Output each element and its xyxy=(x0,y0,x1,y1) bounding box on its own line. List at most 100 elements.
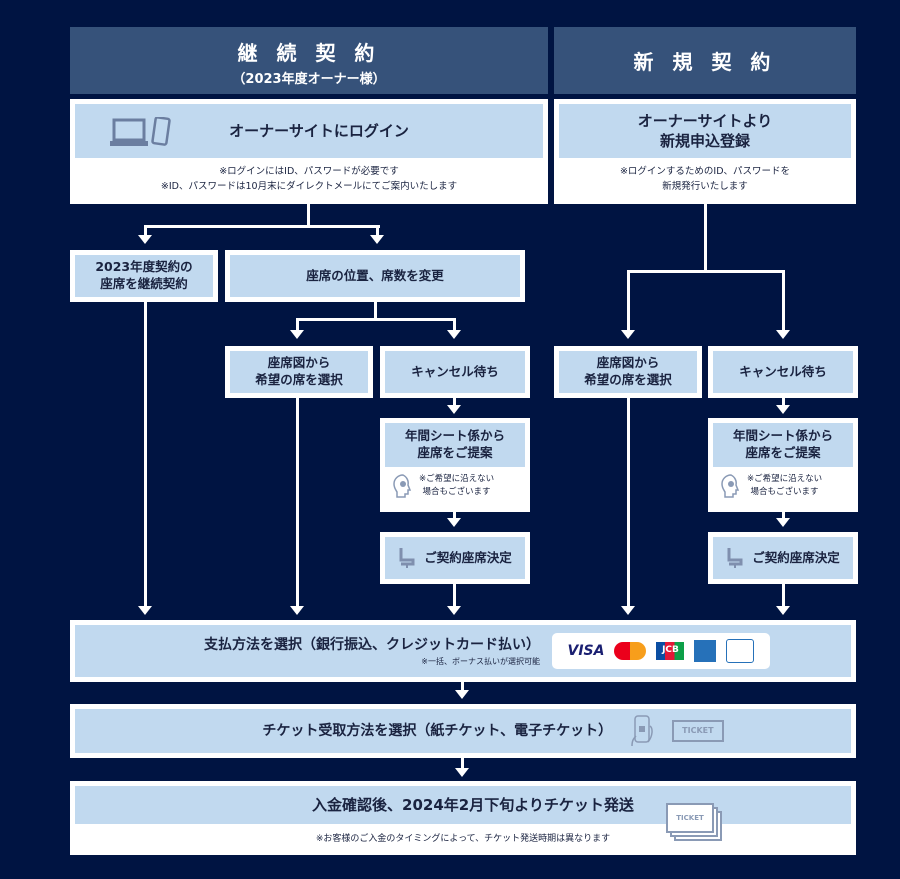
headset-operator-icon xyxy=(393,474,412,498)
arrow-down-icon xyxy=(447,606,461,615)
connector xyxy=(296,318,456,321)
arrow-down-icon xyxy=(370,235,384,244)
proposal-line-2: 座席をご提案 xyxy=(417,445,493,460)
amex-icon xyxy=(694,640,717,662)
seat-icon xyxy=(727,548,743,568)
payment-note: ※一括、ボーナス払いが選択可能 xyxy=(421,656,540,666)
connector xyxy=(782,270,785,330)
arrow-down-icon xyxy=(447,405,461,414)
connector xyxy=(144,225,380,228)
renewal-header: 継 続 契 約 （2023年度オーナー様） xyxy=(70,27,548,94)
new-register-step: オーナーサイトより 新規申込登録 ※ログインするためのID、パスワードを 新規発… xyxy=(554,99,856,204)
connector xyxy=(461,682,464,692)
arrow-down-icon xyxy=(455,690,469,699)
change-seat-step: 座席の位置、席数を変更 xyxy=(225,250,525,302)
connector xyxy=(461,758,464,770)
renewal-select-map-step: 座席図から 希望の席を選択 xyxy=(225,346,373,398)
cancel-wait-label[interactable]: キャンセル待ち xyxy=(713,351,853,393)
smartphone-ticket-icon xyxy=(631,715,653,747)
arrow-down-icon xyxy=(447,330,461,339)
connector xyxy=(376,225,379,235)
new-cancel-wait-step: キャンセル待ち xyxy=(708,346,858,398)
payment-step: 支払方法を選択（銀行振込、クレジットカード払い） ※一括、ボーナス払いが選択可能… xyxy=(70,620,856,682)
arrow-down-icon xyxy=(138,235,152,244)
ticket-method-label[interactable]: チケット受取方法を選択（紙チケット、電子チケット） xyxy=(262,722,613,739)
credit-card-logos: VISA JCB xyxy=(552,633,770,669)
arrow-down-icon xyxy=(138,606,152,615)
arrow-down-icon xyxy=(621,606,635,615)
continue-line-2[interactable]: 座席を継続契約 xyxy=(100,276,188,291)
connector xyxy=(453,512,456,520)
connector xyxy=(782,584,785,607)
laptop-smartphone-icon xyxy=(110,116,172,158)
connector xyxy=(782,398,785,406)
visa-icon: VISA xyxy=(567,642,605,659)
connector xyxy=(627,270,630,330)
arrow-down-icon xyxy=(621,330,635,339)
jcb-icon: JCB xyxy=(656,642,685,660)
arrow-down-icon xyxy=(776,606,790,615)
proposal-line-1: 年間シート係から xyxy=(404,428,505,444)
login-step: オーナーサイトにログイン ※ログインにはID、パスワードが必要です ※ID、パス… xyxy=(70,99,548,204)
continue-seat-step: 2023年度契約の 座席を継続契約 xyxy=(70,250,218,302)
connector xyxy=(453,318,456,330)
proposal-line-2: 座席をご提案 xyxy=(745,445,821,460)
register-note-1: ※ログインするためのID、パスワードを xyxy=(619,166,791,177)
connector xyxy=(144,302,147,607)
diners-club-icon xyxy=(726,639,755,663)
select-map-line-2[interactable]: 希望の席を選択 xyxy=(584,372,672,387)
proposal-note-2: 場合もございます xyxy=(422,487,491,497)
register-line-1[interactable]: オーナーサイトより xyxy=(637,111,773,130)
ticket-method-step: チケット受取方法を選択（紙チケット、電子チケット） TICKET xyxy=(70,704,856,758)
headset-operator-icon xyxy=(721,474,740,498)
connector xyxy=(453,584,456,607)
new-select-map-step: 座席図から 希望の席を選択 xyxy=(554,346,702,398)
new-header: 新 規 契 約 xyxy=(554,27,856,94)
arrow-down-icon xyxy=(455,768,469,777)
arrow-down-icon xyxy=(290,606,304,615)
new-title: 新 規 契 約 xyxy=(633,50,777,74)
decided-label: ご契約座席決定 xyxy=(424,549,512,565)
renewal-subtitle: （2023年度オーナー様） xyxy=(232,72,386,87)
renewal-decided-step: ご契約座席決定 xyxy=(380,532,530,584)
connector xyxy=(296,318,299,330)
decided-label: ご契約座席決定 xyxy=(752,549,840,565)
shipping-note: ※お客様のご入金のタイミングによって、チケット発送時期は異なります xyxy=(315,834,611,844)
shipping-step: 入金確認後、2024年2月下旬よりチケット発送 ※お客様のご入金のタイミングによ… xyxy=(70,781,856,855)
connector xyxy=(453,398,456,406)
connector xyxy=(144,225,147,235)
proposal-note-1: ※ご希望に沿えない xyxy=(419,474,495,485)
select-map-line-1[interactable]: 座席図から xyxy=(596,355,660,371)
seat-icon xyxy=(399,548,415,568)
new-decided-step: ご契約座席決定 xyxy=(708,532,858,584)
connector xyxy=(704,204,707,271)
connector xyxy=(782,512,785,520)
login-note-1: ※ログインにはID、パスワードが必要です xyxy=(219,166,399,177)
shipping-label: 入金確認後、2024年2月下旬よりチケット発送 xyxy=(312,795,634,814)
new-proposal-step: 年間シート係から 座席をご提案 ※ご希望に沿えない 場合もございます xyxy=(708,418,858,512)
register-line-2[interactable]: 新規申込登録 xyxy=(659,132,750,150)
select-map-line-1[interactable]: 座席図から xyxy=(267,355,331,371)
proposal-line-1: 年間シート係から xyxy=(732,428,833,444)
login-note-2: ※ID、パスワードは10月末にダイレクトメールにてご案内いたします xyxy=(160,181,458,193)
arrow-down-icon xyxy=(776,518,790,527)
renewal-proposal-step: 年間シート係から 座席をご提案 ※ご希望に沿えない 場合もございます xyxy=(380,418,530,512)
arrow-down-icon xyxy=(290,330,304,339)
arrow-down-icon xyxy=(776,330,790,339)
connector xyxy=(296,398,299,607)
mastercard-icon xyxy=(614,642,647,660)
proposal-note-2: 場合もございます xyxy=(750,487,819,497)
select-map-line-2[interactable]: 希望の席を選択 xyxy=(255,372,343,387)
connector xyxy=(374,302,377,319)
login-label[interactable]: オーナーサイトにログイン xyxy=(229,121,409,140)
ticket-icon: TICKET xyxy=(672,720,724,742)
cancel-wait-label[interactable]: キャンセル待ち xyxy=(385,351,525,393)
proposal-note-1: ※ご希望に沿えない xyxy=(747,474,823,485)
renewal-title: 継 続 契 約 xyxy=(237,41,381,65)
change-seat-label[interactable]: 座席の位置、席数を変更 xyxy=(230,255,520,297)
arrow-down-icon xyxy=(776,405,790,414)
continue-line-1[interactable]: 2023年度契約の xyxy=(95,259,193,275)
connector xyxy=(627,398,630,607)
payment-label[interactable]: 支払方法を選択（銀行振込、クレジットカード払い） xyxy=(204,636,540,653)
connector xyxy=(307,204,310,226)
